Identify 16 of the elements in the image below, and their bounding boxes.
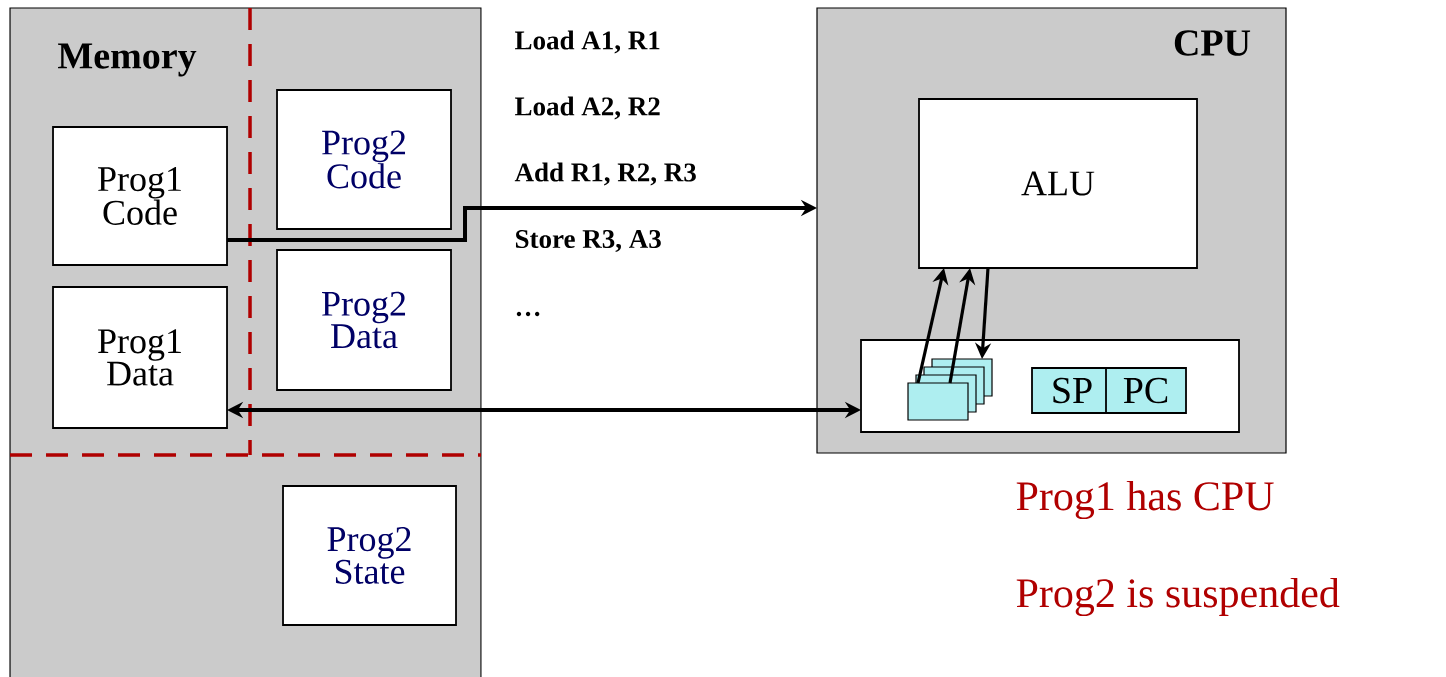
instruction-text: Load A1, R1 [515, 30, 660, 54]
status-text: Prog2 is suspended [1016, 577, 1340, 617]
instruction-text: Store R3, A3 [516, 229, 661, 253]
program-box: Prog1 Data [52, 286, 228, 429]
program-box: Prog2 State [282, 485, 457, 626]
program-box: ALU [918, 98, 1198, 269]
instruction-text: Add R1, R2, R3 [514, 162, 696, 186]
status-text: Prog1 has CPU [1016, 480, 1274, 520]
program-box: Prog2 Data [276, 249, 452, 391]
instruction-text: Load A2, R2 [515, 96, 660, 120]
register-stack [907, 358, 993, 421]
register-box: SP [1031, 367, 1113, 414]
instruction-text: … [516, 311, 540, 317]
program-box: Prog1 Code [52, 126, 228, 266]
program-box: Prog2 Code [276, 89, 452, 230]
register-box: PC [1105, 367, 1187, 414]
